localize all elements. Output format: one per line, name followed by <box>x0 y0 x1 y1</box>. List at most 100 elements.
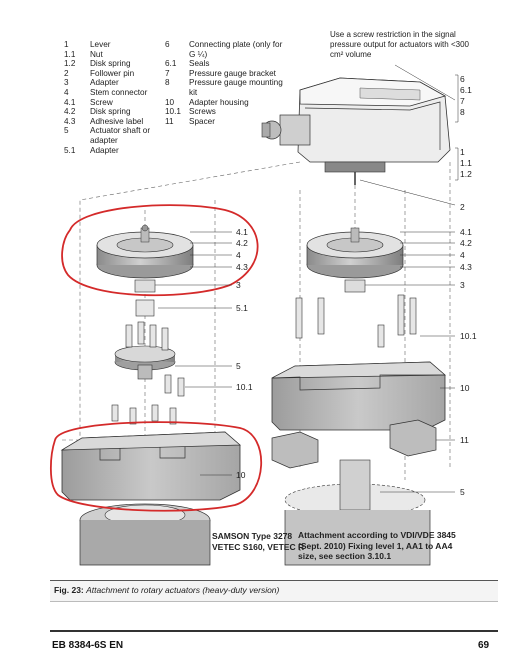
callout-1-1: 1.1 <box>460 158 472 168</box>
legend-number: 10 <box>165 97 175 107</box>
vdi-label: Attachment according to VDI/VDE 3845 (Se… <box>298 530 468 562</box>
callout-5-right: 5 <box>460 487 465 497</box>
legend-text: Screw <box>90 97 113 107</box>
caption-box <box>50 580 498 602</box>
left-stem-connector-ring <box>96 224 194 293</box>
callout-2: 2 <box>460 202 465 212</box>
legend-item: 5.1 Adapter <box>64 146 160 156</box>
legend-number: 8 <box>165 78 170 88</box>
callout-10-left: 10 <box>236 470 246 480</box>
legend-number: 5 <box>64 126 69 136</box>
right-actuator-base <box>284 459 431 566</box>
callout-11: 11 <box>460 435 469 445</box>
legend-text: Pressure gauge bracket <box>189 68 276 78</box>
callout-7: 7 <box>460 96 465 106</box>
callout-6-1: 6.1 <box>460 85 472 95</box>
legend-number: 4.3 <box>64 116 76 126</box>
callout-4-2-left: 4.2 <box>236 238 248 248</box>
annotation-circle-stem-connector <box>61 204 259 297</box>
legend-item: 6.1 Seals <box>165 59 283 69</box>
callout-4-3-left: 4.3 <box>236 262 248 272</box>
legend-text: Lever <box>90 40 111 49</box>
callout-8: 8 <box>460 107 465 117</box>
positioner-housing <box>261 77 451 185</box>
legend-item: 1.2 Disk spring <box>64 59 160 69</box>
samson-label: SAMSON Type 3278 VETEC S160, VETEC R <box>212 531 304 552</box>
callout-1-2: 1.2 <box>460 169 472 179</box>
legend-number: 1.2 <box>64 59 76 69</box>
callout-3-left: 3 <box>236 280 241 290</box>
legend-text: Spacer <box>189 116 215 126</box>
samson-label-line: VETEC S160, VETEC R <box>212 541 305 552</box>
legend-item: 3 Adapter <box>64 78 160 88</box>
legend-text: Nut <box>90 49 103 59</box>
vdi-label-line: (Sept. 2010) Fixing level 1, AA1 to AA4 <box>298 540 453 551</box>
legend-item: 8 Pressure gauge mounting kit <box>165 78 283 97</box>
right-stem-connector-ring <box>306 227 404 293</box>
legend-text: Seals <box>189 59 210 69</box>
legend-text: Screws <box>189 107 216 117</box>
right-spacers <box>271 419 437 469</box>
legend-number: 4 <box>64 87 69 97</box>
callout-5-left: 5 <box>236 361 241 371</box>
legend-text: Disk spring <box>90 59 131 69</box>
left-adapter-housing <box>60 431 241 501</box>
legend-text: Adapter <box>90 78 119 88</box>
left-actuator-base <box>79 503 211 566</box>
legend-number: 4.2 <box>64 107 76 117</box>
legend-text: Actuator shaft or adapter <box>90 126 151 145</box>
callout-4-1-left: 4.1 <box>236 227 248 237</box>
legend-text: Follower pin <box>90 68 135 78</box>
legend-text: Pressure gauge mounting kit <box>189 78 283 97</box>
legend-number: 1.1 <box>64 49 76 59</box>
samson-label-line: SAMSON Type 3278 <box>212 531 293 541</box>
legend-text: Connecting plate (only for G ¼) <box>189 40 283 59</box>
footer-divider <box>50 630 498 632</box>
legend-column-2: 6 Connecting plate (only for G ¼) 6.1 Seal… <box>165 40 283 126</box>
legend-item: 6 Connecting plate (only for G ¼) <box>165 40 283 59</box>
callout-10-1-left: 10.1 <box>236 382 253 392</box>
callout-3-right: 3 <box>460 280 465 290</box>
legend-number: 10.1 <box>165 107 181 117</box>
legend-text: Adapter housing <box>189 97 249 107</box>
callout-1: 1 <box>460 147 465 157</box>
legend-number: 4.1 <box>64 97 76 107</box>
legend-item: 5 Actuator shaft or adapter <box>64 126 160 145</box>
legend-number: 3 <box>64 78 69 88</box>
callout-6: 6 <box>460 74 465 84</box>
screw-restriction-note: Use a screw restriction in the signal pr… <box>330 30 469 59</box>
callout-4-1-right: 4.1 <box>460 227 472 237</box>
legend-number: 7 <box>165 68 170 78</box>
right-screws <box>295 294 417 348</box>
legend-number: 11 <box>165 116 174 126</box>
callout-10-1-right: 10.1 <box>460 331 477 341</box>
page-number: 69 <box>478 640 490 651</box>
callout-4-3-right: 4.3 <box>460 262 472 272</box>
legend-number: 6.1 <box>165 59 177 69</box>
figure-number: Fig. 23: <box>54 585 84 595</box>
vdi-label-line: size, see section 3.10.1 <box>298 551 392 561</box>
legend-item: 1 Lever <box>64 40 160 50</box>
legend-number: 1 <box>64 40 69 49</box>
legend-number: 5.1 <box>64 145 76 155</box>
annotation-circle-adapter-housing <box>49 421 263 512</box>
legend-item: 1.1 Nut <box>64 50 160 60</box>
leader-lines <box>155 64 459 493</box>
callout-4-left: 4 <box>236 250 241 260</box>
callout-4-right: 4 <box>460 250 465 260</box>
vdi-label-line: Attachment according to VDI/VDE 3845 <box>298 530 456 540</box>
figure-caption-text: Attachment to rotary actuators (heavy-du… <box>86 585 280 595</box>
legend-text: Adapter <box>90 145 119 155</box>
legend-item: 4.1 Screw <box>64 98 160 108</box>
legend-item: 7 Pressure gauge bracket <box>165 69 283 79</box>
legend-number: 6 <box>165 40 170 49</box>
document-number: EB 8384-6S EN <box>52 640 124 651</box>
callout-10-right: 10 <box>460 383 470 393</box>
